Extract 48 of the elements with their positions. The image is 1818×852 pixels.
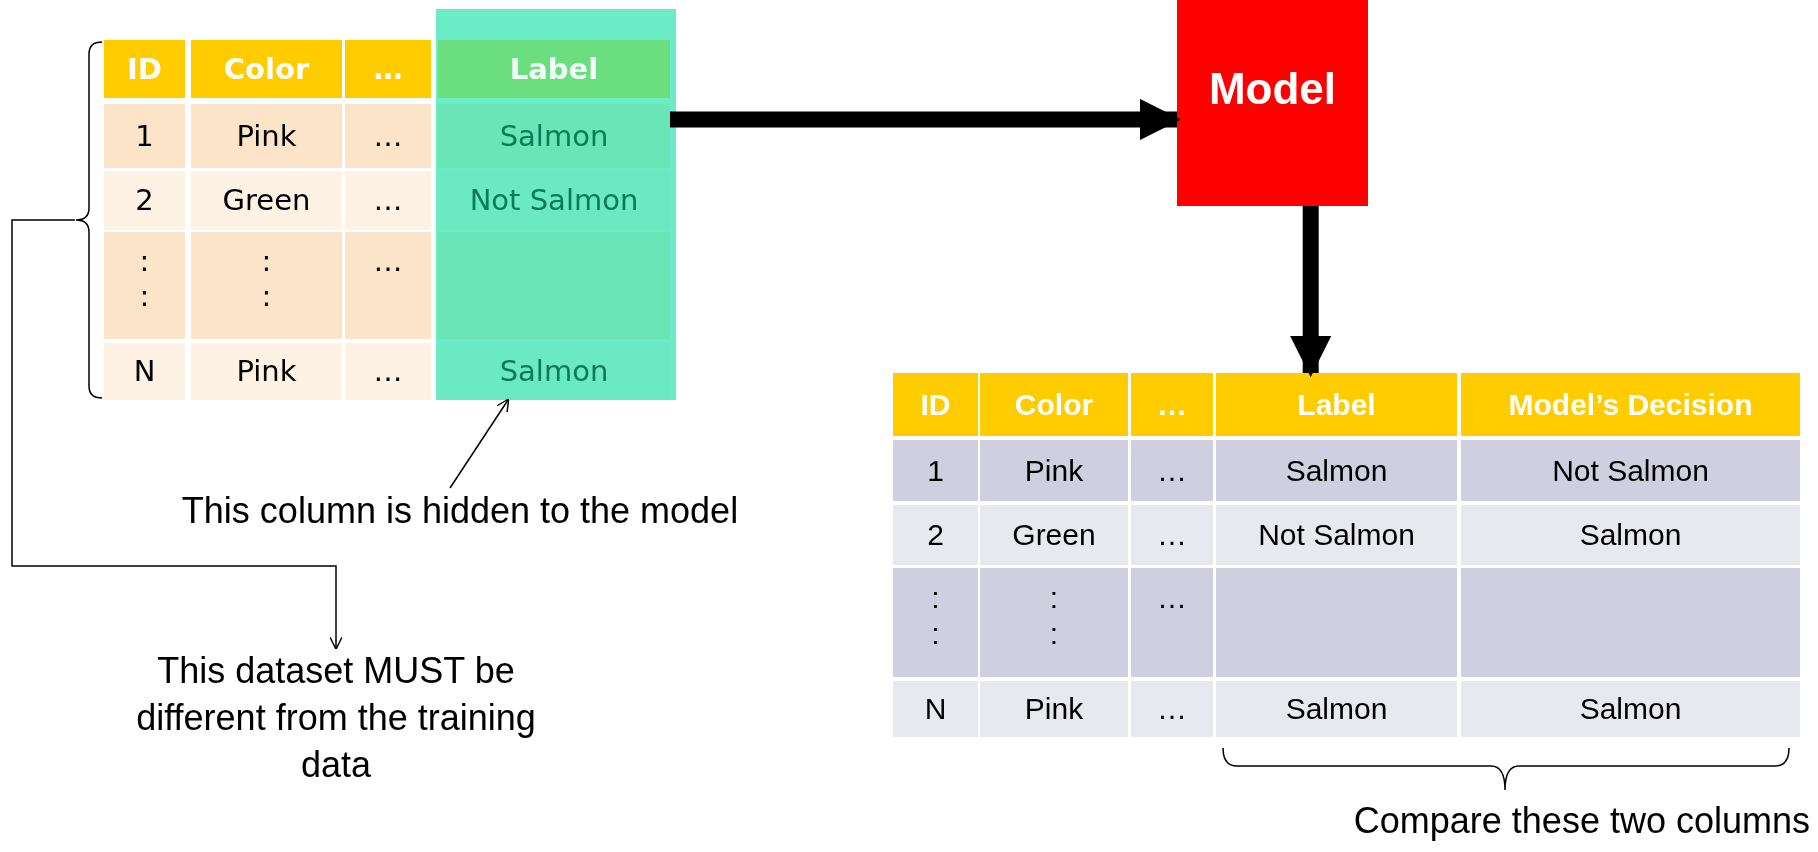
note-text: This column is hidden to the model bbox=[70, 488, 850, 540]
header-cell: ID bbox=[893, 373, 978, 436]
table-cell: 1 bbox=[893, 440, 978, 501]
header-cell: Model’s Decision bbox=[1461, 373, 1800, 436]
arrow bbox=[670, 98, 1182, 141]
header-cell: Color bbox=[980, 373, 1128, 436]
column-highlight bbox=[436, 9, 676, 400]
table-cell: : : bbox=[191, 232, 342, 339]
table-cell: Pink bbox=[191, 343, 342, 400]
header-cell: … bbox=[345, 40, 431, 98]
table-cell: 2 bbox=[104, 171, 185, 230]
table-cell: Pink bbox=[980, 681, 1128, 737]
table-cell: Green bbox=[191, 171, 342, 230]
table-cell: Not Salmon bbox=[1461, 440, 1800, 501]
note-text: This dataset MUST be different from the training data bbox=[106, 648, 566, 800]
table-cell: … bbox=[1131, 568, 1213, 677]
leader-line bbox=[449, 398, 510, 489]
table-cell: Not Salmon bbox=[1216, 505, 1457, 565]
table-cell: : : bbox=[104, 232, 185, 339]
table-cell: Salmon bbox=[1216, 681, 1457, 737]
arrow bbox=[1289, 206, 1332, 378]
table-cell: … bbox=[345, 104, 431, 168]
table-cell: Green bbox=[980, 505, 1128, 565]
table-cell: 1 bbox=[104, 104, 185, 168]
table-cell: … bbox=[345, 171, 431, 230]
table-cell: N bbox=[893, 681, 978, 737]
table-cell: … bbox=[1131, 440, 1213, 501]
table-cell: … bbox=[345, 232, 431, 339]
table-cell: … bbox=[1131, 505, 1213, 565]
table-cell: 2 bbox=[893, 505, 978, 565]
header-cell: Color bbox=[191, 40, 342, 98]
connector-arrow bbox=[11, 219, 343, 650]
table-cell: Salmon bbox=[1216, 440, 1457, 501]
table-cell: … bbox=[1131, 681, 1213, 737]
table-cell: … bbox=[345, 343, 431, 400]
table-cell: N bbox=[104, 343, 185, 400]
table-cell: : : bbox=[980, 568, 1128, 677]
header-cell: Label bbox=[1216, 373, 1457, 436]
model-box: Model bbox=[1177, 0, 1368, 206]
table-cell: Salmon bbox=[1461, 681, 1800, 737]
note-text: Compare these two columns bbox=[1352, 800, 1810, 842]
header-cell: … bbox=[1131, 373, 1213, 436]
table-cell: Pink bbox=[980, 440, 1128, 501]
table-cell: Salmon bbox=[1461, 505, 1800, 565]
table-cell: Pink bbox=[191, 104, 342, 168]
header-cell: ID bbox=[104, 40, 185, 98]
results-table bbox=[893, 373, 1800, 737]
table-cell: : : bbox=[893, 568, 978, 677]
